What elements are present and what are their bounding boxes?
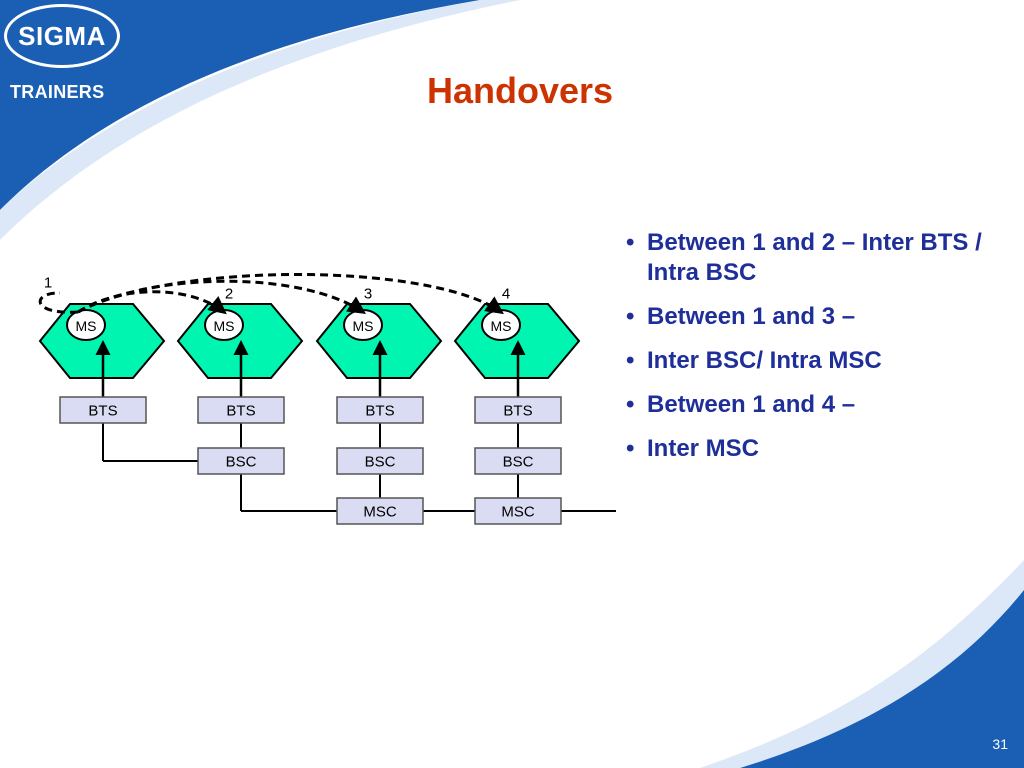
top-left-swoosh — [0, 0, 480, 210]
bts-box-2-label: BTS — [226, 403, 255, 420]
logo-name: SIGMA — [18, 20, 106, 51]
msc-box-4 — [474, 497, 562, 525]
bsc-box-2-label: BSC — [226, 454, 257, 471]
bts-box-4 — [474, 396, 562, 424]
ms-1 — [66, 309, 106, 341]
slide-title: Handovers — [426, 70, 614, 111]
handover-arc-loop — [38, 291, 79, 314]
bullet-item: Inter MSC — [626, 434, 1006, 464]
ms-label-1: MS — [76, 318, 97, 334]
logo-badge: SIGMA — [4, 4, 120, 68]
cell-number-2: 2 — [225, 286, 233, 303]
ms-label-3: MS — [353, 318, 374, 334]
sigma-trainers-logo: SIGMA TRAINERS — [4, 4, 120, 116]
handover-arc-1-3 — [77, 279, 366, 314]
bts-box-3 — [336, 396, 424, 424]
handover-arc-1-4 — [77, 273, 504, 315]
bts-box-4-label: BTS — [503, 403, 532, 420]
bottom-right-swoosh — [740, 590, 1024, 768]
cell-number-1: 1 — [44, 275, 52, 292]
cell-number-4: 4 — [502, 286, 510, 303]
bsc-box-3-label: BSC — [365, 454, 396, 471]
bullet-list: Between 1 and 2 – Inter BTS / Intra BSC … — [626, 228, 1006, 478]
bsc-box-4 — [474, 447, 562, 475]
bsc-box-4-label: BSC — [503, 454, 534, 471]
bts-box-2 — [197, 396, 285, 424]
msc-box-4-label: MSC — [501, 504, 535, 521]
logo-subtitle: TRAINERS — [10, 82, 105, 102]
bullet-item: Inter BSC/ Intra MSC — [626, 346, 1006, 376]
bullet-item: Between 1 and 2 – Inter BTS / Intra BSC — [626, 228, 1006, 288]
page-number: 31 — [992, 736, 1008, 752]
bts-box-3-label: BTS — [365, 403, 394, 420]
bts-box-1 — [59, 396, 147, 424]
bullet-item: Between 1 and 4 – — [626, 390, 1006, 420]
ms-label-2: MS — [214, 318, 235, 334]
ms-label-4: MS — [491, 318, 512, 334]
bts-box-1-label: BTS — [88, 403, 117, 420]
bsc-box-2 — [197, 447, 285, 475]
cell-number-3: 3 — [364, 286, 372, 303]
msc-box-3 — [336, 497, 424, 525]
msc-box-3-label: MSC — [363, 504, 397, 521]
bsc-box-3 — [336, 447, 424, 475]
bullet-item: Between 1 and 3 – — [626, 302, 1006, 332]
